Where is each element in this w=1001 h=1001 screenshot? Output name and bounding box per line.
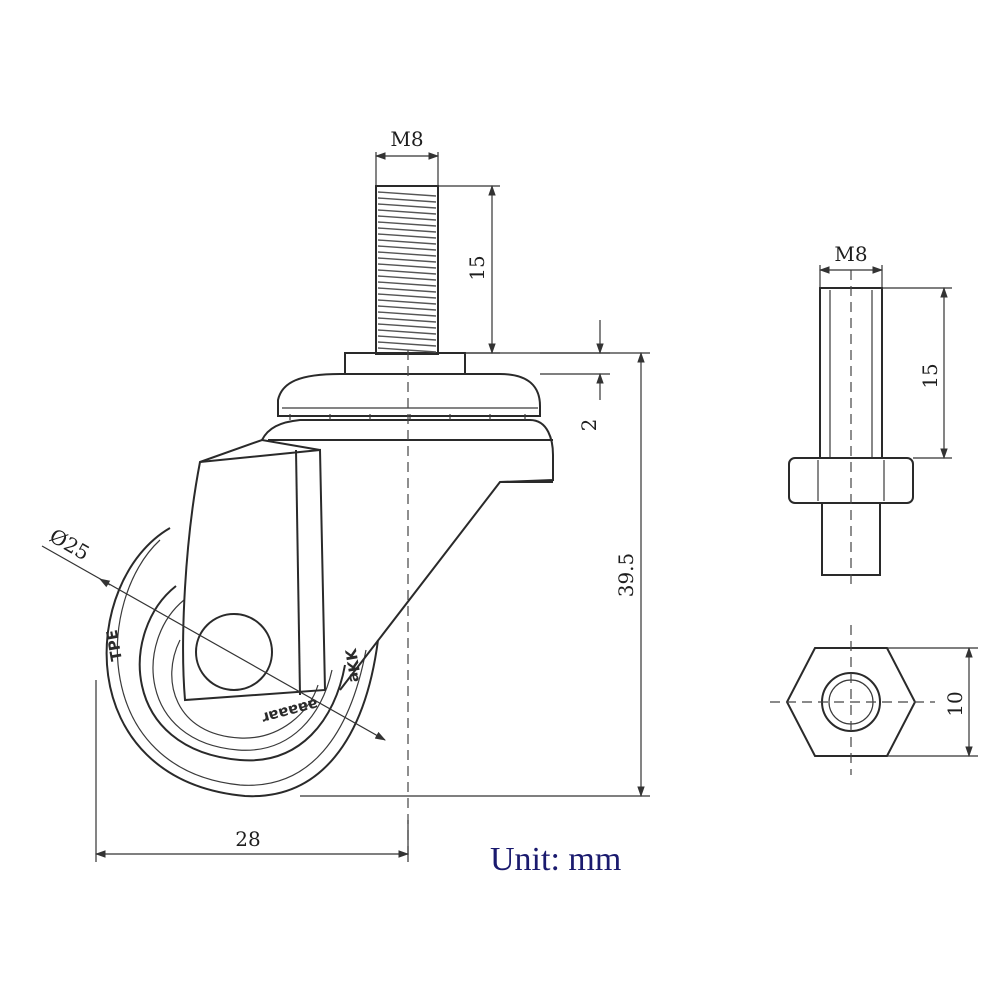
dim-label-m8-top: M8	[390, 127, 423, 151]
dim-label-15-side: 15	[918, 363, 942, 388]
dim-stem-length: 15	[438, 184, 500, 355]
axle-circle	[195, 613, 273, 691]
base-nut	[344, 352, 466, 375]
dim-label-28: 28	[235, 827, 260, 851]
wheel-marking-tpe: TPE	[103, 628, 126, 662]
dim-label-2: 2	[577, 419, 601, 432]
wheel: TPE ɹɐɐɐɐɐ ꓘꓘɐ	[103, 527, 379, 798]
unit-label: Unit: mm	[490, 841, 621, 878]
dim-overall-height: 39.5	[300, 351, 650, 798]
dim-label-10: 10	[943, 691, 967, 716]
dim-stem-thread: M8	[374, 127, 440, 186]
dim-nut-width: 10	[887, 646, 978, 758]
dim-label-d25: Ø25	[46, 524, 94, 566]
dim-label-15-stem: 15	[465, 255, 489, 280]
caster-fork	[182, 419, 554, 702]
dim-label-39-5: 39.5	[614, 553, 638, 598]
stem-side-view: M8 15	[788, 242, 952, 590]
dim-side-thread: M8	[818, 242, 884, 288]
dim-side-length: 15	[882, 286, 952, 460]
caster-front-view: TPE ɹɐɐɐɐɐ ꓘꓘɐ	[41, 127, 650, 862]
dim-plate-thickness: 2	[465, 320, 610, 431]
top-plate	[277, 352, 541, 420]
wheel-marking-side: ꓘꓘɐ	[341, 647, 365, 684]
dim-wheel-diameter: Ø25	[41, 524, 386, 741]
threaded-stem	[375, 185, 439, 355]
dim-overall-width: 28	[94, 680, 410, 862]
dim-label-m8-side: M8	[834, 242, 867, 266]
hex-nut-top-view: 10	[770, 625, 978, 775]
